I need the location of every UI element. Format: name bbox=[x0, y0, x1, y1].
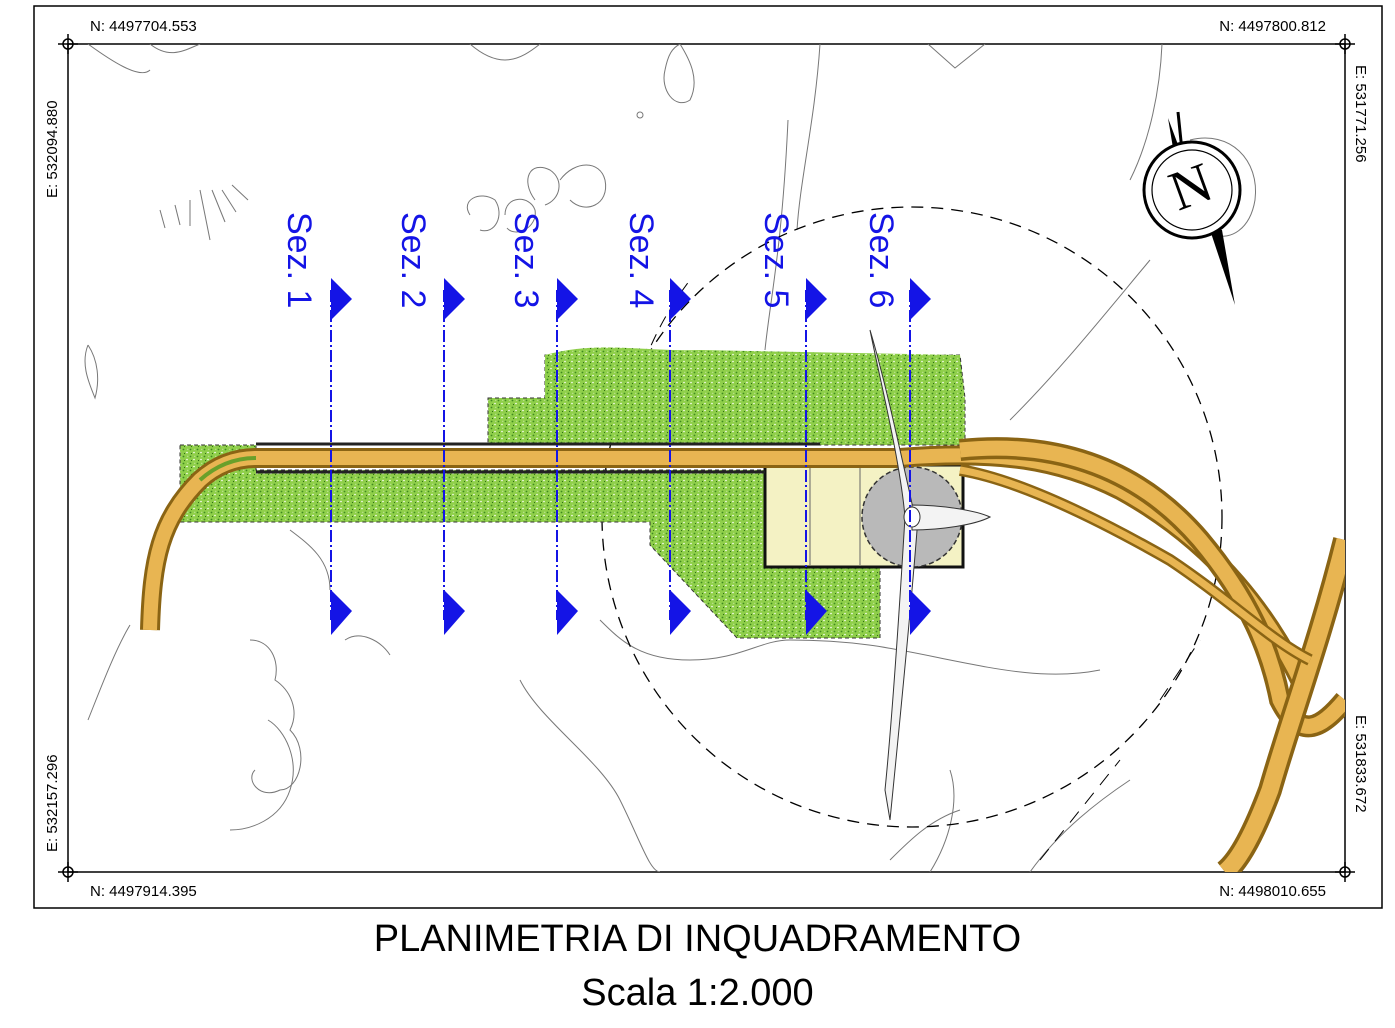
coord-left-bottom: E: 532157.296 bbox=[44, 754, 61, 852]
section-1: Sez. 1 bbox=[280, 212, 352, 635]
section-label: Sez. 3 bbox=[507, 212, 545, 308]
dashed-guide-line-2 bbox=[1039, 639, 1201, 861]
north-arrow-icon: N bbox=[1142, 111, 1242, 305]
section-2: Sez. 2 bbox=[394, 212, 465, 635]
section-label: Sez. 2 bbox=[394, 212, 432, 308]
section-4: Sez. 4 bbox=[622, 212, 691, 635]
vegetation-area bbox=[179, 444, 881, 639]
vegetation-area-center bbox=[545, 347, 960, 398]
access-road bbox=[140, 437, 1345, 872]
coord-right-bottom: E: 531833.672 bbox=[1352, 715, 1369, 813]
section-6: Sez. 6 bbox=[862, 212, 931, 635]
coord-bottom-right: N: 4498010.655 bbox=[1219, 883, 1326, 900]
coord-right-top: E: 531771.256 bbox=[1352, 65, 1369, 163]
section-label: Sez. 5 bbox=[757, 212, 795, 308]
site-plan-map: N N: 4497704.553 N: 4497800.812 N: 44979… bbox=[33, 5, 1383, 909]
coord-bottom-left: N: 4497914.395 bbox=[90, 883, 197, 900]
drawing-scale: Scala 1:2.000 bbox=[581, 972, 814, 1014]
coord-top-left: N: 4497704.553 bbox=[90, 18, 197, 35]
coord-left-top: E: 532094.880 bbox=[44, 100, 61, 198]
corner-crosshairs bbox=[58, 34, 1355, 882]
coord-top-right: N: 4497800.812 bbox=[1219, 18, 1326, 35]
outer-frame bbox=[33, 5, 1383, 909]
section-label: Sez. 6 bbox=[862, 212, 900, 308]
inner-frame bbox=[67, 43, 1346, 873]
section-label: Sez. 1 bbox=[280, 212, 318, 308]
drawing-title: PLANIMETRIA DI INQUADRAMENTO bbox=[373, 918, 1022, 960]
rotor-swept-area bbox=[601, 206, 1223, 828]
section-label: Sez. 4 bbox=[622, 212, 660, 308]
section-5: Sez. 5 bbox=[757, 212, 827, 635]
section-3: Sez. 3 bbox=[507, 212, 578, 635]
terrain-contours bbox=[84, 44, 1257, 872]
section-lines: Sez. 1 Sez. 2 Sez. 3 Sez. 4 Sez. 5 bbox=[280, 212, 931, 635]
